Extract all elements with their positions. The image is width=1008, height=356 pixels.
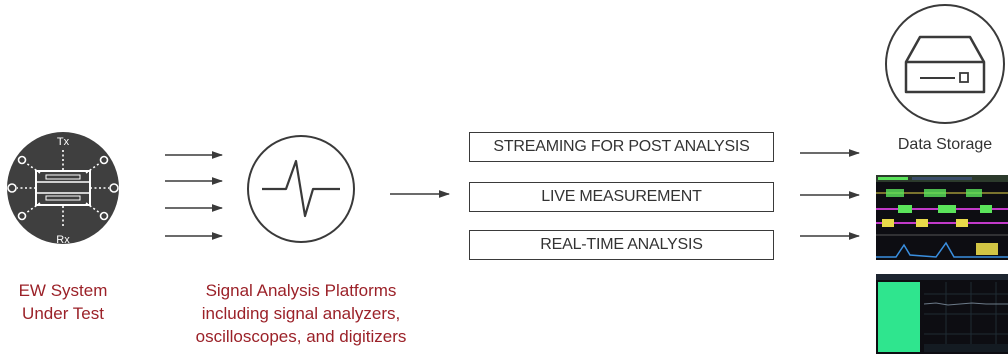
real-time-analysis-display xyxy=(876,274,1008,352)
stage-streaming: STREAMING FOR POST ANALYSIS xyxy=(469,132,774,162)
live-measurement-display xyxy=(876,175,1008,258)
platform-caption: Signal Analysis Platforms including sign… xyxy=(170,279,432,348)
platform-caption-line: Signal Analysis Platforms xyxy=(205,281,397,300)
stage-label: LIVE MEASUREMENT xyxy=(541,188,702,205)
stage-label: STREAMING FOR POST ANALYSIS xyxy=(493,138,750,155)
system-caption: EW System Under Test xyxy=(0,279,126,325)
system-caption-line: Under Test xyxy=(22,304,104,323)
system-under-test-icon xyxy=(7,132,119,244)
data-storage-label: Data Storage xyxy=(897,136,993,153)
stage-label: REAL-TIME ANALYSIS xyxy=(540,236,703,253)
stage-live-measurement: LIVE MEASUREMENT xyxy=(469,182,774,212)
signal-pulse-icon xyxy=(247,135,355,243)
rx-label: Rx xyxy=(56,234,70,246)
stage-real-time-analysis: REAL-TIME ANALYSIS xyxy=(469,230,774,260)
system-caption-line: EW System xyxy=(18,281,108,300)
data-storage-icon xyxy=(885,4,1005,124)
live-measurement-screenshot xyxy=(876,175,1008,260)
platform-caption-line: including signal analyzers, xyxy=(201,304,401,323)
platform-caption-line: oscilloscopes, and digitizers xyxy=(195,327,407,346)
tx-label: Tx xyxy=(57,136,70,148)
real-time-analysis-screenshot xyxy=(876,274,1008,354)
